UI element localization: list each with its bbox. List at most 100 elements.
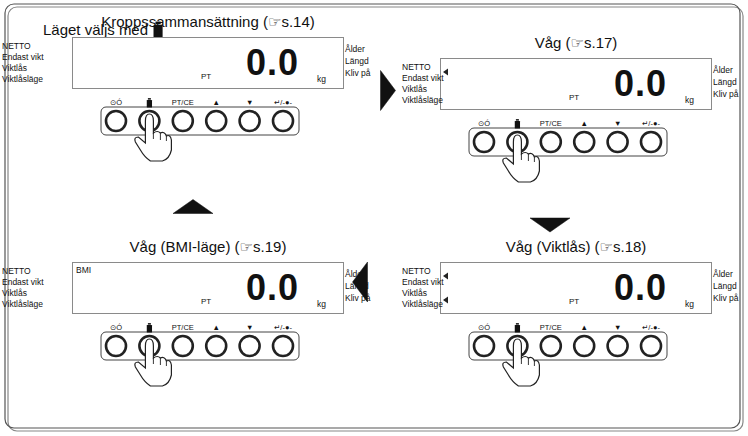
push-button [474,132,494,152]
prompt-label: Längd [713,77,737,87]
button-label: PT/CE [540,323,562,333]
weight-icon [515,323,520,332]
push-button [574,132,594,152]
button-label: ↵/-●- [274,98,292,108]
button-label: ↵/-●- [642,119,660,129]
button-label: ↵/-●- [642,323,660,333]
push-button [173,111,193,131]
status-label: NETTO [402,266,431,276]
status-label: NETTO [2,41,31,51]
push-button [106,111,126,131]
mode-heading: Våg (BMI-läge) (☞s.19) [68,238,348,256]
push-button [273,336,293,356]
lcd-display: PT0.0kg [72,262,344,314]
button-label: ▲ [212,323,219,333]
push-button [641,132,661,152]
push-button [273,111,293,131]
weight-icon [147,98,152,107]
unit-label: kg [685,95,694,107]
prompt-label: Längd [345,281,369,291]
button-label: ▼ [246,98,253,108]
mode-panel: Våg (BMI-läge) (☞s.19)PT0.0kg [68,238,348,388]
status-label: Viktlåsläge [402,95,443,105]
lcd-display: PT0.0kg [72,37,344,89]
mode-panel: Våg (☞s.17) PT 0.0 kg [436,34,716,184]
weight-icon [147,323,152,332]
pt-indicator: PT [201,296,211,307]
push-button [474,336,494,356]
status-label: NETTO [2,266,31,276]
push-button [206,336,226,356]
mode-heading: Våg (Viktlås) (☞s.18) [436,238,716,256]
prompt-label: Ålder [345,269,365,279]
button-label: ▼ [246,323,253,333]
button-label: ▼ [614,119,621,129]
mode-heading: Våg (☞s.17) [436,34,716,52]
frame [5,4,740,428]
pointing-hand [135,339,172,386]
push-button [541,336,561,356]
button-bar [101,107,299,135]
push-button [173,336,193,356]
prompt-label: Kliv på [713,293,739,303]
unit-label: kg [317,74,326,86]
button-label: ↵/-●- [274,323,292,333]
button-label: PT/CE [540,119,562,129]
mode-panel: Kroppssammansättning (☞s.14)PT0.0kg [68,13,348,163]
push-button [608,132,628,152]
unit-label: kg [685,299,694,311]
status-label: Endast vikt [2,277,44,287]
button-label: ⊙Ó [110,98,122,108]
flow-arrow [173,200,213,214]
push-button [240,111,260,131]
pt-indicator: PT [569,92,579,103]
prompt-label: Kliv på [345,68,371,78]
weight-readout: 0.0 [246,268,299,307]
button-bar [469,128,667,156]
pt-indicator: PT [201,71,211,82]
status-label: Endast vikt [402,73,444,83]
indicator-arrow [443,273,448,280]
status-label: Endast vikt [402,277,444,287]
mode-panel: Våg (Viktlås) (☞s.18) PT 0.0 kg [436,238,716,388]
push-button [541,132,561,152]
prompt-label: Ålder [713,269,733,279]
button-label: ▲ [580,119,587,129]
pointing-hand [503,135,540,182]
status-label: Viktlås [2,288,27,298]
pt-indicator: PT [569,296,579,307]
prompt-label: Kliv på [713,89,739,99]
button-label: PT/CE [172,323,194,333]
push-button [106,336,126,356]
button-bar [101,332,299,360]
flow-arrow [530,218,570,232]
mode-flag: BMI [76,265,91,275]
push-button [206,111,226,131]
prompt-label: Ålder [345,44,365,54]
push-button [641,336,661,356]
weight-readout: 0.0 [614,64,667,103]
push-button [608,336,628,356]
frame-shadow [8,7,743,431]
status-label: NETTO [402,62,431,72]
weight-readout: 0.0 [614,268,667,307]
lcd-display: PT 0.0 kg [440,262,712,314]
status-label: Viktlås [2,63,27,73]
push-button [240,336,260,356]
button-label: ⊙Ó [478,119,490,129]
push-button [574,336,594,356]
status-label: Viktlåsläge [2,74,43,84]
prompt-label: Ålder [713,65,733,75]
weight-icon [515,119,520,128]
button-panel [101,323,299,386]
indicator-arrow [443,69,448,76]
indicator-arrow [443,297,448,304]
status-label: Endast vikt [2,52,44,62]
prompt-label: Längd [713,281,737,291]
button-label: ▼ [614,323,621,333]
button-label: ▲ [212,98,219,108]
status-label: Viktlåsläge [2,299,43,309]
prompt-label: Kliv på [345,293,371,303]
status-label: Viktlås [402,288,427,298]
button-label: ▲ [580,323,587,333]
